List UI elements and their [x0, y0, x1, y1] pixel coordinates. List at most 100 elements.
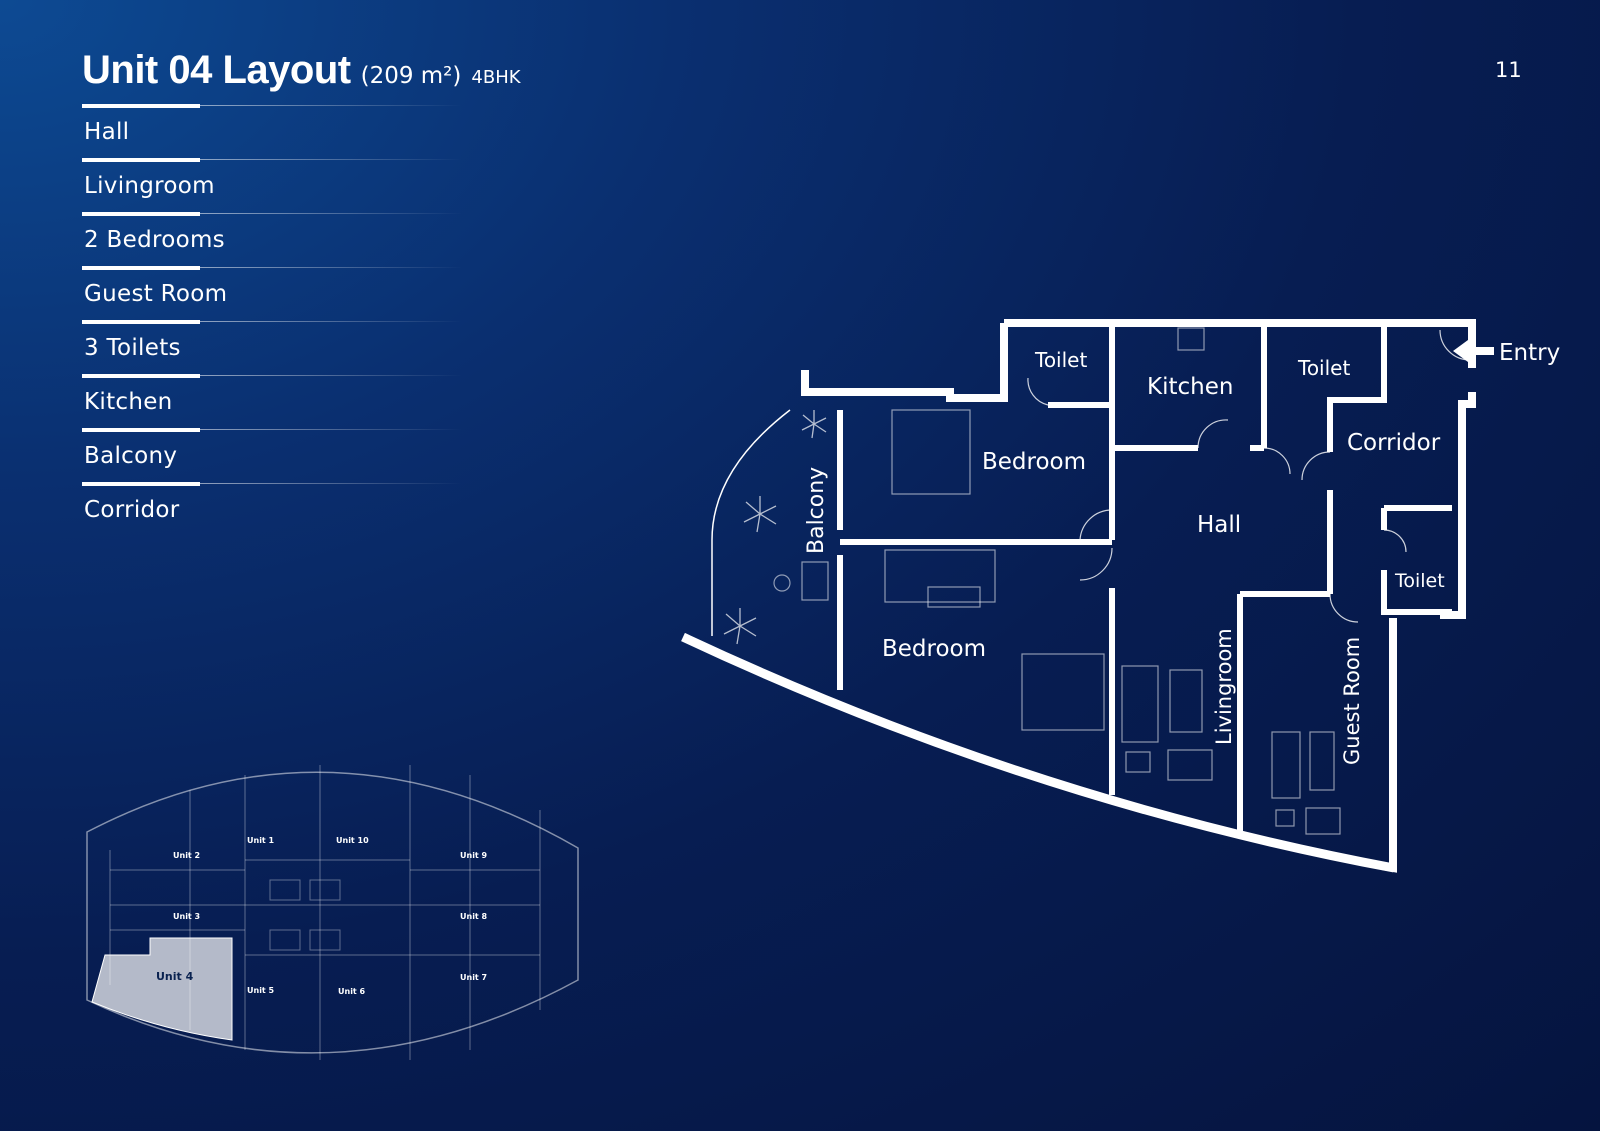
key-plan-unit-label: Unit 7 [460, 973, 487, 982]
door-swing [1263, 447, 1291, 475]
feature-divider [200, 159, 462, 160]
wall-outer [801, 323, 1008, 402]
wall-outer [1440, 392, 1476, 619]
table [1169, 669, 1203, 733]
door-swing [1027, 377, 1049, 406]
feature-divider [200, 429, 462, 430]
feature-bar [82, 212, 200, 216]
feature-divider [200, 375, 462, 376]
feature-bar [82, 428, 200, 432]
plant-icon [743, 496, 777, 533]
page-number: 11 [1495, 58, 1522, 82]
wall-interior [1327, 326, 1387, 452]
key-plan-outline [86, 771, 579, 1054]
feature-item: 3 Toilets [82, 320, 462, 374]
bed [891, 409, 971, 495]
feature-item: Hall [82, 104, 462, 158]
key-plan-unit-label: Unit 10 [336, 836, 369, 845]
room-label-hall: Hall [1197, 512, 1241, 538]
feature-label: Hall [84, 119, 130, 145]
door-swing [1079, 509, 1113, 541]
room-label-bedroom: Bedroom [882, 636, 986, 662]
key-plan-wall [269, 879, 341, 951]
feature-label: Kitchen [84, 389, 173, 415]
feature-bar [82, 104, 200, 108]
feature-item: 2 Bedrooms [82, 212, 462, 266]
wall-curve [681, 632, 1395, 873]
sofa [1271, 731, 1301, 799]
sofa [1121, 665, 1159, 743]
feature-divider [200, 267, 462, 268]
feature-list: Hall Livingroom 2 Bedrooms Guest Room 3 … [82, 104, 462, 536]
feature-bar [82, 482, 200, 486]
key-plan-unit-label: Unit 4 [156, 970, 194, 983]
door-swing [1301, 451, 1331, 481]
kitchen-counter [1177, 327, 1205, 351]
feature-item: Kitchen [82, 374, 462, 428]
key-plan-unit-label: Unit 6 [338, 987, 366, 996]
table [1309, 731, 1335, 791]
key-plan-wall [110, 859, 540, 956]
feature-divider [200, 321, 462, 322]
bed [1021, 653, 1105, 731]
feature-divider [200, 105, 462, 106]
armchair [1167, 749, 1213, 781]
feature-item: Livingroom [82, 158, 462, 212]
room-label-toilet: Toilet [1297, 356, 1350, 380]
feature-item: Balcony [82, 428, 462, 482]
door-swing [1329, 593, 1359, 623]
feature-divider [200, 213, 462, 214]
unit-4-highlight [91, 937, 233, 1041]
armchair [1305, 807, 1341, 835]
side-table [773, 574, 791, 592]
entry-label: Entry [1499, 340, 1560, 366]
door-swing [1383, 529, 1407, 553]
room-label-kitchen: Kitchen [1147, 374, 1233, 400]
door-swing [1079, 547, 1113, 581]
balcony-rail [711, 409, 791, 636]
feature-label: 2 Bedrooms [84, 227, 225, 253]
room-label-corridor: Corridor [1347, 430, 1441, 456]
key-plan-unit-label: Unit 9 [460, 851, 488, 860]
entry-arrow-icon [1453, 340, 1494, 362]
feature-bar [82, 320, 200, 324]
room-label-toilet: Toilet [1034, 348, 1087, 372]
room-label-toilet: Toilet [1394, 570, 1445, 592]
table [1275, 809, 1295, 827]
wall-outer [1004, 319, 1476, 368]
wall-outer [1381, 618, 1397, 873]
unit-area: (209 m²) [360, 63, 462, 89]
key-plan-unit-label: Unit 8 [460, 912, 488, 921]
feature-divider [200, 483, 462, 484]
door-swing [1197, 419, 1229, 449]
key-plan-unit-label: Unit 5 [247, 986, 275, 995]
wall-interior [1109, 326, 1198, 451]
feature-label: Guest Room [84, 281, 228, 307]
room-label-balcony: Balcony [804, 467, 829, 554]
feature-label: Livingroom [84, 173, 215, 199]
plant-icon [723, 608, 757, 645]
unit-type: 4BHK [471, 67, 521, 88]
key-plan-unit-label: Unit 2 [173, 851, 200, 860]
key-plan-unit-label: Unit 1 [247, 836, 275, 845]
feature-label: Balcony [84, 443, 178, 469]
table [927, 586, 981, 608]
feature-item: Corridor [82, 482, 462, 536]
feature-bar [82, 266, 200, 270]
key-plan-unit-label: Unit 3 [173, 912, 200, 921]
table [1125, 751, 1151, 773]
feature-label: Corridor [84, 497, 180, 523]
room-label-livingroom: Livingroom [1212, 628, 1236, 745]
armchair [801, 561, 829, 601]
feature-item: Guest Room [82, 266, 462, 320]
room-label-bedroom: Bedroom [982, 449, 1086, 475]
room-label-guest-room: Guest Room [1340, 637, 1364, 765]
feature-bar [82, 374, 200, 378]
feature-bar [82, 158, 200, 162]
door-swing [1439, 329, 1471, 361]
page-title: Unit 04 Layout [82, 48, 351, 92]
sofa [884, 549, 996, 603]
plant-icon [801, 410, 827, 439]
wall-interior [1381, 570, 1452, 615]
feature-label: 3 Toilets [84, 335, 181, 361]
